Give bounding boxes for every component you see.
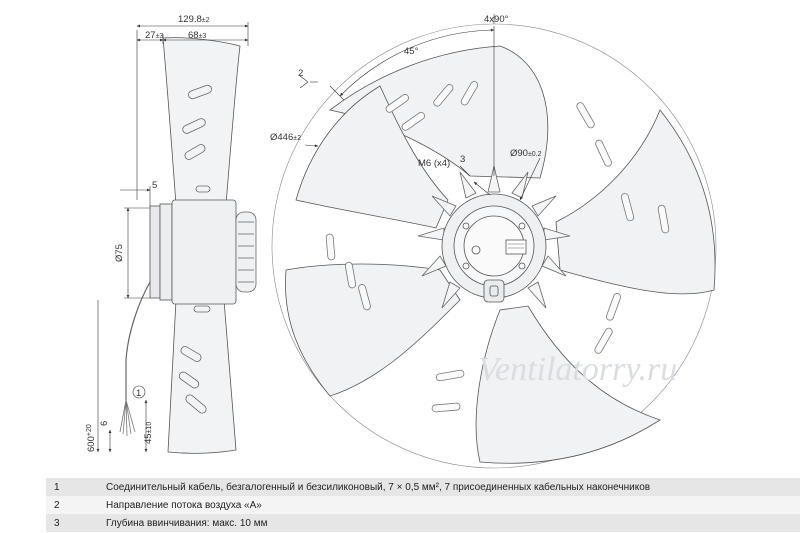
side-slots-bottom bbox=[178, 305, 211, 414]
blade-left bbox=[295, 85, 449, 229]
side-dimensions bbox=[96, 22, 249, 453]
mount-hole-2 bbox=[518, 222, 526, 230]
dim-strip-6: 6 bbox=[99, 421, 110, 426]
fan-technical-drawing: 129.8±2 27±3 68±3 5 Ø75 600+20 6 45±10 1 bbox=[86, 14, 717, 469]
blade-bottom-right bbox=[475, 305, 661, 464]
dim-offset-b: 68±3 bbox=[188, 30, 206, 41]
side-fins bbox=[235, 211, 257, 293]
side-rotor bbox=[171, 199, 237, 305]
side-flange bbox=[149, 205, 161, 299]
note-number: 2 bbox=[54, 499, 60, 511]
side-view bbox=[119, 37, 257, 454]
note-text: Глубина ввинчивания: макс. 10 мм bbox=[106, 517, 268, 529]
callout-1: 1 bbox=[136, 388, 141, 399]
dim-strip-45: 45±10 bbox=[143, 422, 154, 444]
mount-hole-3 bbox=[462, 262, 470, 270]
dim-total-depth: 129.8±2 bbox=[178, 14, 210, 25]
note-row: 1 Соединительный кабель, безгалогенный и… bbox=[46, 478, 800, 496]
dim-thread-ref: 3 bbox=[460, 154, 465, 165]
note-row: 3 Глубина ввинчивания: макс. 10 мм bbox=[46, 514, 800, 532]
dim-blade-angle: 4x90° bbox=[484, 14, 509, 25]
note-text: Соединительный кабель, безгалогенный и б… bbox=[106, 481, 651, 493]
dim-thread: M6 (x4) bbox=[418, 158, 450, 169]
note-number: 3 bbox=[54, 517, 60, 529]
watermark: Ventilatorry.ru bbox=[478, 351, 677, 388]
dim-fan-dia: Ø446±2 bbox=[270, 132, 301, 143]
note-row: 2 Направление потока воздуха «A» bbox=[46, 496, 800, 514]
side-blade-bottom bbox=[167, 299, 237, 454]
blade-bottom-left bbox=[285, 263, 461, 397]
rating-plate bbox=[505, 239, 527, 255]
hub-ribs bbox=[417, 165, 571, 309]
callout-1-marker bbox=[132, 385, 146, 399]
mount-hole-1 bbox=[462, 222, 470, 230]
front-dimensions bbox=[299, 14, 541, 201]
terminal-box bbox=[483, 279, 505, 303]
side-slots-top bbox=[182, 84, 212, 193]
note-number: 1 bbox=[54, 481, 60, 493]
dim-blade-spacing: 45° bbox=[404, 46, 419, 57]
dim-motor-dia: Ø75 bbox=[114, 244, 125, 262]
side-blade-top bbox=[162, 37, 241, 206]
blade-right bbox=[555, 109, 716, 295]
dim-offset-a: 27±3 bbox=[145, 30, 163, 41]
fan-blades bbox=[285, 45, 716, 464]
side-cable bbox=[125, 281, 151, 400]
front-view bbox=[271, 23, 717, 469]
dim-flange: 5 bbox=[152, 180, 157, 191]
mount-hole-4 bbox=[518, 262, 526, 270]
notes-table: 1 Соединительный кабель, безгалогенный и… bbox=[46, 478, 800, 532]
dim-hub-dia: Ø90±0.2 bbox=[510, 148, 542, 159]
callout-2: 2 bbox=[298, 68, 303, 79]
dim-cable-len: 600+20 bbox=[86, 424, 97, 452]
note-text: Направление потока воздуха «A» bbox=[106, 499, 262, 511]
